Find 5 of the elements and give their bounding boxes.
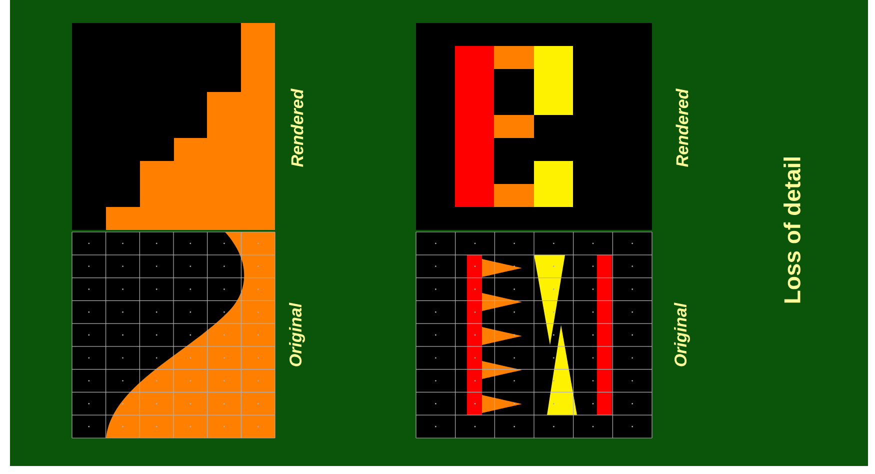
panel-label: Original <box>674 302 690 366</box>
panel-label: Original <box>289 302 305 366</box>
panel-label: Rendered <box>290 88 304 167</box>
title: Loss of detail <box>784 158 800 303</box>
panel-label: Rendered <box>676 88 688 167</box>
